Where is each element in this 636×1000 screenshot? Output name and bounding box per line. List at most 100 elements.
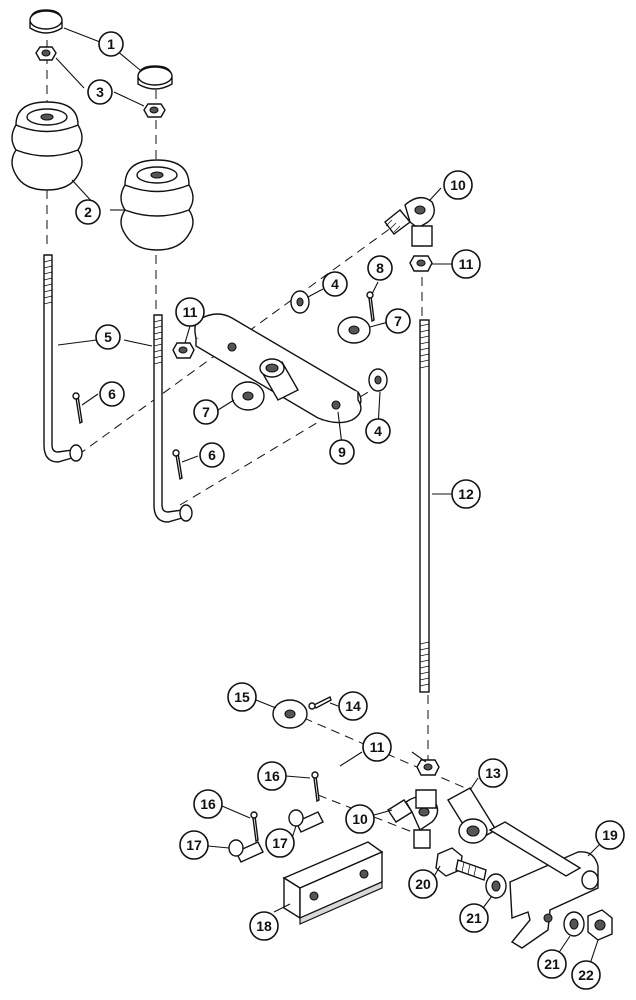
callout-11-rod: 11 [451,249,481,279]
cotter-pin-plate [366,291,375,323]
pin-17-lower [228,839,264,863]
large-washer-15 [272,699,308,729]
callout-17-upper: 17 [265,828,295,858]
callout-21-lower: 21 [537,949,567,979]
svg-text:5: 5 [104,329,112,345]
nut-22 [587,909,613,941]
nut-plate [172,342,195,359]
callouts: 1 2 3 4 4 5 6 6 7 7 8 9 10 10 11 11 11 1… [75,31,625,990]
callout-14: 14 [338,691,368,721]
nut-rod-bottom [416,759,440,776]
svg-text:13: 13 [485,765,501,781]
clevis-plates [282,841,384,925]
cotter-pin-left [72,392,83,425]
svg-text:6: 6 [208,447,216,463]
svg-text:17: 17 [186,837,202,853]
svg-text:2: 2 [84,204,92,220]
svg-text:3: 3 [96,84,104,100]
washer-large-upper [337,316,371,344]
svg-text:7: 7 [202,404,210,420]
callout-10-upper: 10 [443,170,473,200]
callout-20: 20 [408,869,438,899]
callout-10-lower: 10 [345,804,375,834]
callout-1: 1 [98,31,124,57]
callout-16-lower: 16 [193,789,223,819]
svg-text:16: 16 [200,796,216,812]
hook-bolt-left [43,254,83,463]
washer-large-lower [231,381,265,411]
svg-text:11: 11 [183,304,198,320]
callout-11-plate: 11 [175,297,205,327]
hook-bolt-right [153,314,193,523]
callout-2: 2 [75,199,101,225]
callout-8: 8 [367,255,393,281]
svg-text:4: 4 [374,423,382,439]
svg-text:21: 21 [466,910,482,926]
svg-text:18: 18 [256,918,272,934]
svg-text:16: 16 [264,768,280,784]
callout-18: 18 [249,911,279,941]
callout-13: 13 [478,758,508,788]
assembly-lines [46,40,471,836]
callout-22: 22 [571,960,601,990]
callout-7-right: 7 [385,308,411,334]
callout-12: 12 [451,479,481,509]
callout-19: 19 [595,820,625,850]
svg-text:12: 12 [458,486,474,502]
svg-text:10: 10 [450,177,466,193]
cap-right [137,65,173,90]
callout-11-lower: 11 [362,732,392,762]
pin-17-upper [288,809,324,833]
bolt-20 [435,847,487,881]
cap-left [29,9,63,34]
bracket [488,821,599,949]
svg-text:20: 20 [415,876,431,892]
callout-17-lower: 17 [179,830,209,860]
svg-text:14: 14 [345,698,361,714]
cotter-pin-right [172,449,183,481]
rubber-mount-right [120,159,194,251]
callout-6-lower: 6 [199,442,225,468]
svg-text:6: 6 [108,386,116,402]
svg-text:19: 19 [602,827,618,843]
svg-text:11: 11 [459,256,474,272]
callout-5: 5 [95,324,121,350]
nut-upper-left [35,46,57,61]
callout-21-upper: 21 [459,903,489,933]
svg-text:8: 8 [376,260,384,276]
washer-small-upper [290,290,310,314]
cotter-pin-16-upper [311,771,320,803]
svg-text:21: 21 [544,956,560,972]
svg-text:22: 22 [578,967,594,983]
svg-text:7: 7 [394,313,402,329]
threaded-rod [419,319,430,693]
bushing [447,787,497,844]
cotter-pin-14 [308,696,332,710]
svg-text:17: 17 [272,835,288,851]
callout-3: 3 [87,79,113,105]
washer-21-upper [485,873,507,899]
cotter-pin-16-lower [250,811,259,843]
svg-text:15: 15 [234,689,250,705]
ball-joint-upper [384,197,435,247]
rubber-mount-left [11,101,83,191]
svg-text:9: 9 [338,444,346,460]
callout-7-left: 7 [193,399,219,425]
callout-9: 9 [329,439,355,465]
svg-text:11: 11 [370,739,385,755]
lever-plate [194,313,362,424]
callout-4-lower: 4 [365,418,391,444]
callout-16-upper: 16 [257,761,287,791]
ball-joint-lower [387,789,439,849]
callout-15: 15 [227,682,257,712]
svg-text:1: 1 [107,36,115,52]
nut-rod-top [409,255,433,272]
washer-small-lower [368,368,388,392]
callout-6-upper: 6 [99,381,125,407]
washer-21-lower [563,911,585,937]
callout-4-upper: 4 [322,271,348,297]
svg-text:4: 4 [331,276,339,292]
nut-upper-right [143,103,166,118]
leader-lines [55,27,601,965]
